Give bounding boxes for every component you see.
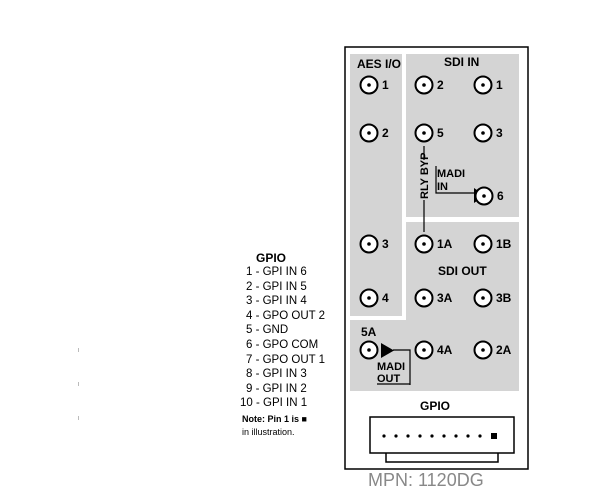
gpio-pin-3 (466, 434, 470, 438)
aes-io-heading: AES I/O (357, 57, 401, 71)
gpio-legend-item: 3 - GPI IN 4 (246, 295, 307, 308)
gpio-header-heading: GPIO (420, 399, 450, 413)
madi-in-bracket (435, 166, 475, 194)
gpio-pin-legend: GPIO 1 - GPI IN 6 2 - GPI IN 5 3 - GPI I… (226, 252, 356, 439)
sdi-2a-label: 2A (496, 343, 512, 357)
gpio-pin-10 (382, 434, 386, 438)
pin-note-continued: in illustration. (242, 426, 295, 437)
bnc-connector-madi-in-6[interactable] (474, 186, 494, 206)
relay-bypass-label-bg (417, 160, 431, 200)
madi-in-label-line2: IN (437, 181, 448, 193)
bnc-connector-sdi-4a[interactable] (414, 340, 434, 360)
bnc-connector-sdi-1a[interactable] (414, 234, 434, 254)
bnc-connector-madi-5a[interactable] (359, 340, 379, 360)
bnc-connector-sdi-in-2[interactable] (414, 75, 434, 95)
gpio-legend-item: 8 - GPI IN 3 (246, 368, 307, 381)
aes-4-label: 4 (382, 291, 389, 305)
bnc-connector-aes-1[interactable] (359, 75, 379, 95)
gpio-pin-1 (491, 433, 497, 439)
gpio-pin-4 (454, 434, 458, 438)
sdi-in-3-label: 3 (496, 126, 503, 140)
gpio-pin-6 (430, 434, 434, 438)
bnc-connector-sdi-2a[interactable] (473, 340, 493, 360)
gpio-legend-item: 10 - GPI IN 1 (240, 397, 308, 410)
sdi-3b-label: 3B (496, 291, 512, 305)
sdi-in-heading: SDI IN (444, 55, 479, 69)
bnc-connector-aes-3[interactable] (359, 234, 379, 254)
scan-mark (78, 348, 79, 352)
gpio-legend-item: 1 - GPI IN 6 (246, 266, 307, 278)
aes-1-label: 1 (382, 78, 389, 92)
gpio-legend-item: 7 - GPO OUT 1 (246, 353, 326, 366)
madi-in-label-line1: MADI (437, 168, 465, 180)
madi-out-bracket (393, 349, 411, 385)
bnc-connector-sdi-3b[interactable] (473, 288, 493, 308)
gpio-legend-item: 5 - GND (246, 324, 289, 337)
sdi-in-1-label: 1 (496, 78, 503, 92)
gpio-pin-7 (418, 434, 422, 438)
sdi-in-2-label: 2 (437, 78, 444, 92)
scan-mark (78, 382, 79, 386)
gpio-legend-item: 4 - GPO OUT 2 (246, 309, 326, 322)
sdi-1b-label: 1B (496, 237, 512, 251)
bnc-connector-sdi-in-3[interactable] (473, 123, 493, 143)
gpio-legend-title: GPIO (256, 251, 287, 265)
gpio-pin-2 (478, 434, 482, 438)
madi-out-label-line2: OUT (377, 373, 401, 385)
aes-io-area (350, 54, 402, 316)
scan-mark (78, 416, 79, 420)
madi-5a-label: 5A (361, 325, 377, 339)
madi-in-6-label: 6 (497, 189, 504, 203)
aes-2-label: 2 (382, 126, 389, 140)
madi-out-arrow-icon (381, 343, 394, 358)
sdi-out-heading: SDI OUT (438, 264, 487, 278)
sdi-1a-label: 1A (437, 237, 453, 251)
relay-bypass-label: RLY BYP (419, 153, 431, 199)
bnc-connector-sdi-1b[interactable] (473, 234, 493, 254)
sdi-3a-label: 3A (437, 291, 453, 305)
gpio-legend-item: 6 - GPO COM (246, 338, 319, 351)
bnc-connector-sdi-in-1[interactable] (473, 75, 493, 95)
gpio-pin-9 (394, 434, 398, 438)
bnc-connector-sdi-3a[interactable] (414, 288, 434, 308)
sdi-in-5-label: 5 (437, 126, 444, 140)
bnc-connector-aes-4[interactable] (359, 288, 379, 308)
gpio-legend-item: 9 - GPI IN 2 (246, 382, 307, 395)
gpio-pin-5 (442, 434, 446, 438)
bnc-connector-sdi-in-5[interactable] (414, 123, 434, 143)
gpio-pin-8 (406, 434, 410, 438)
madi-out-label-line1: MADI (377, 361, 405, 373)
gpio-legend-item: 2 - GPI IN 5 (246, 280, 307, 293)
aes-3-label: 3 (382, 237, 389, 251)
madi-out-area (350, 320, 406, 391)
pin-note: Note: Pin 1 is ■ (242, 413, 307, 424)
sdi-4a-label: 4A (437, 343, 453, 357)
bnc-connector-aes-2[interactable] (359, 123, 379, 143)
model-part-number: MPN: 1120DG (368, 470, 484, 490)
gpio-connector[interactable] (369, 416, 515, 463)
